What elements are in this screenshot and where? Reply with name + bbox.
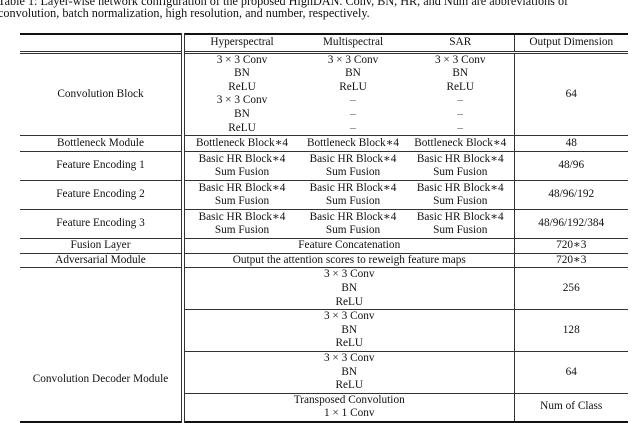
header-sar: SAR — [407, 34, 514, 54]
header-output-dimension: Output Dimension — [513, 34, 628, 54]
cell-line: BN — [234, 107, 250, 120]
cell-text: 48/96/192/384 — [538, 217, 605, 230]
header-multispectral: Multispectral — [299, 34, 407, 54]
header-row: Hyperspectral Multispectral SAR Output D… — [20, 34, 628, 54]
cell-line: BN — [234, 67, 250, 80]
cell-text: 720∗3 — [556, 239, 587, 252]
cell-text: 48/96/192 — [548, 188, 595, 201]
cell-line: Sum Fusion — [433, 224, 488, 237]
cell-line: – — [457, 121, 464, 134]
cell-line: BN — [341, 323, 358, 336]
cell-line: 3 × 3 Conv — [323, 268, 375, 281]
cell-line: Basic HR Block∗4 — [416, 181, 504, 194]
table-row: Fusion Layer Feature Concatenation 720∗3 — [20, 238, 628, 254]
cell-line: Basic HR Block∗4 — [309, 181, 397, 194]
cell-line: Basic HR Block∗4 — [309, 210, 397, 223]
cell-line: 3 × 3 Conv — [327, 53, 379, 66]
cell-line: ReLU — [339, 80, 367, 93]
cell-line: 1 × 1 Conv — [323, 407, 375, 420]
cell-text: 48 — [565, 136, 577, 149]
cell-line: Basic HR Block∗4 — [198, 210, 286, 223]
network-config-table: Hyperspectral Multispectral SAR Output D… — [20, 33, 628, 423]
cell-line: 3 × 3 Conv — [216, 53, 268, 66]
cell-line: Basic HR Block∗4 — [198, 152, 286, 165]
cell-text: 64 — [565, 87, 577, 100]
cell-line: ReLU — [335, 295, 364, 308]
cell-line: Basic HR Block∗4 — [309, 152, 397, 165]
cell-line: Sum Fusion — [214, 195, 270, 208]
cell-text: 128 — [562, 323, 580, 336]
row-label: Convolution Block — [20, 51, 185, 136]
cell-text: Convolution Block — [57, 87, 144, 100]
cell-text: Convolution Decoder Module — [32, 373, 169, 386]
cell-line: ReLU — [228, 80, 256, 93]
cell-line: Basic HR Block∗4 — [198, 181, 286, 194]
cell-line: BN — [341, 365, 358, 378]
cell-text: Output the attention scores to reweigh f… — [232, 253, 466, 266]
cell-text: Num of Class — [540, 400, 603, 413]
cell-text: 256 — [562, 281, 580, 294]
cell-line: Basic HR Block∗4 — [416, 152, 504, 165]
cell-text: Feature Encoding 2 — [56, 188, 145, 201]
cell-text: Bottleneck Module — [57, 136, 144, 149]
cell-line: 3 × 3 Conv — [323, 351, 375, 364]
cell-text: Bottleneck Block∗4 — [414, 136, 507, 149]
cell-line: Sum Fusion — [433, 195, 488, 208]
cell-line: – — [350, 107, 356, 120]
cell-line: Basic HR Block∗4 — [416, 210, 504, 223]
cell-line: 3 × 3 Conv — [216, 94, 268, 107]
cell-text: 48/96 — [558, 159, 585, 172]
cell-text: Bottleneck Block∗4 — [195, 136, 289, 149]
cell-line: Sum Fusion — [325, 224, 381, 237]
cell-line: Transposed Convolution — [293, 393, 405, 406]
cell-text: Adversarial Module — [55, 253, 146, 266]
cell-line: Sum Fusion — [325, 166, 381, 179]
cell-line: Sum Fusion — [433, 166, 488, 179]
cell-text: 720∗3 — [556, 253, 587, 266]
cell-line: – — [457, 107, 464, 120]
cell-text: 64 — [565, 365, 577, 378]
cell-line: Sum Fusion — [214, 224, 270, 237]
caption-line-2: convolution, batch normalization, high r… — [0, 6, 370, 20]
cell-line: ReLU — [335, 337, 364, 350]
cell-line: – — [350, 94, 356, 107]
cell-line: BN — [341, 281, 358, 294]
cell-line: – — [457, 94, 464, 107]
header-blank — [20, 34, 185, 54]
cell-text: Feature Encoding 1 — [56, 159, 145, 172]
cell-line: Sum Fusion — [214, 166, 270, 179]
caption-line-1: Table 1: Layer-wise network configuratio… — [0, 0, 569, 8]
cell-line: ReLU — [228, 121, 256, 134]
cell-line: 3 × 3 Conv — [323, 310, 375, 323]
cell-line: ReLU — [446, 80, 475, 93]
table-row: Bottleneck Module Bottleneck Block∗4 Bottl… — [20, 135, 628, 152]
cell-line: ReLU — [335, 379, 364, 392]
cell-line: Sum Fusion — [325, 195, 381, 208]
cell-line: BN — [345, 67, 361, 80]
cell-text: Feature Encoding 3 — [56, 217, 145, 230]
cell-line: 3 × 3 Conv — [434, 53, 486, 66]
header-hyperspectral: Hyperspectral — [183, 34, 299, 54]
cell-line: BN — [452, 67, 469, 80]
cell-text: Feature Concatenation — [298, 239, 401, 252]
table-row: Adversarial Module Output the attention s… — [20, 252, 628, 268]
cell-text: Bottleneck Block∗4 — [306, 136, 400, 149]
cell-line: – — [350, 121, 356, 134]
cell-text: Fusion Layer — [70, 239, 131, 252]
